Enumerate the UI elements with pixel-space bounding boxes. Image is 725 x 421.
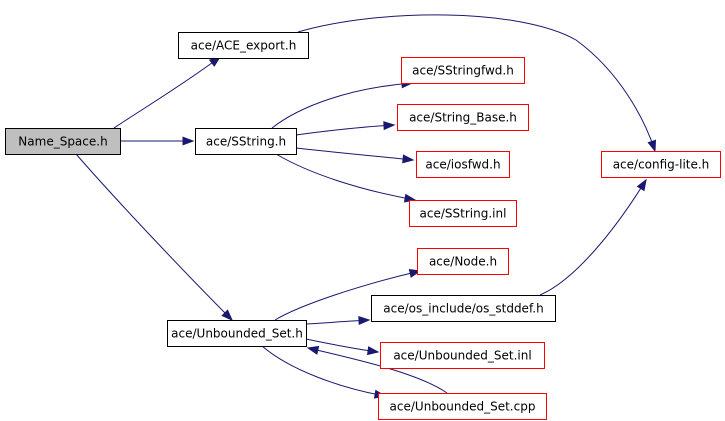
node-name-space-h[interactable]: Name_Space.h — [5, 128, 121, 155]
edge-line — [295, 124, 395, 136]
node-string-base-h[interactable]: ace/String_Base.h — [397, 104, 529, 131]
node-label: ace/config-lite.h — [613, 158, 710, 172]
node-label: ace/SStringfwd.h — [412, 64, 514, 78]
edge-line — [113, 56, 221, 129]
node-box[interactable] — [195, 128, 297, 155]
edge-sstring_h-to-iosfwd_h — [295, 147, 415, 164]
node-box[interactable] — [178, 32, 309, 59]
edge-line — [539, 179, 647, 296]
edge-sstring_h-to-sstring_inl — [275, 153, 417, 203]
edge-unbounded_set_h-to-unbounded_set_inl — [305, 338, 380, 356]
node-label: ace/iosfwd.h — [425, 158, 500, 172]
node-box[interactable] — [167, 320, 307, 347]
node-node-h[interactable]: ace/Node.h — [417, 248, 509, 275]
node-sstring-h[interactable]: ace/SString.h — [195, 128, 297, 155]
edge-name_space_h-to-sstring_h — [119, 136, 195, 146]
node-box[interactable] — [416, 151, 510, 178]
edge-name_space_h-to-unbounded_set_h — [75, 153, 233, 321]
node-box[interactable] — [417, 248, 509, 275]
node-unbounded-set-cpp[interactable]: ace/Unbounded_Set.cpp — [378, 393, 547, 420]
edge-name_space_h-to-ace_export_h — [113, 56, 222, 129]
nodes-layer: Name_Space.h ace/ACE_export.h ace/SString.… — [5, 32, 721, 420]
node-box[interactable] — [401, 57, 525, 84]
node-box[interactable] — [601, 151, 721, 178]
node-label: ace/Unbounded_Set.inl — [393, 349, 531, 363]
arrowhead-icon — [636, 178, 647, 192]
edge-unbounded_set_h-to-os_stddef_h — [305, 316, 371, 326]
arrowhead-icon — [367, 346, 380, 356]
node-iosfwd-h[interactable]: ace/iosfwd.h — [416, 151, 510, 178]
node-box[interactable] — [380, 342, 545, 369]
arrowhead-icon — [402, 154, 415, 164]
node-box[interactable] — [397, 104, 529, 131]
node-box[interactable] — [5, 128, 121, 155]
node-label: ace/SString.inl — [420, 207, 507, 221]
edge-sstring_h-to-sstringfwd_h — [271, 79, 414, 129]
node-label: ace/Unbounded_Set.cpp — [390, 400, 536, 414]
node-box[interactable] — [378, 393, 547, 420]
node-label: ace/ACE_export.h — [191, 39, 297, 53]
node-label: ace/Unbounded_Set.h — [171, 327, 303, 341]
arrowhead-icon — [221, 309, 233, 321]
node-os-stddef-h[interactable]: ace/os_include/os_stddef.h — [371, 295, 556, 322]
edge-line — [274, 270, 421, 321]
edge-line — [297, 14, 656, 152]
edge-sstring_h-to-string_base_h — [295, 121, 396, 136]
edge-line — [295, 147, 414, 161]
node-label: ace/SString.h — [206, 135, 286, 149]
arrowhead-icon — [182, 136, 195, 146]
edge-ace_export_h-to-config_lite_h — [297, 14, 657, 153]
edge-line — [275, 153, 416, 201]
edge-line — [261, 345, 386, 397]
node-sstringfwd-h[interactable]: ace/SStringfwd.h — [401, 57, 525, 84]
edge-line — [75, 153, 233, 321]
arrowhead-icon — [306, 345, 320, 355]
node-box[interactable] — [371, 295, 556, 322]
node-label: Name_Space.h — [18, 135, 107, 149]
node-config-lite-h[interactable]: ace/config-lite.h — [601, 151, 721, 178]
edge-line — [271, 82, 413, 129]
node-label: ace/Node.h — [429, 255, 497, 269]
arrowhead-icon — [647, 139, 657, 153]
node-unbounded-set-h[interactable]: ace/Unbounded_Set.h — [167, 320, 307, 347]
node-label: ace/String_Base.h — [409, 111, 517, 125]
edges-layer — [75, 14, 657, 399]
arrowhead-icon — [383, 121, 396, 131]
node-unbounded-set-inl[interactable]: ace/Unbounded_Set.inl — [380, 342, 545, 369]
edge-unbounded_set_h-to-unbounded_set_cpp — [261, 345, 387, 399]
edge-os_stddef_h-to-config_lite_h — [539, 178, 647, 296]
node-sstring-inl[interactable]: ace/SString.inl — [409, 200, 517, 227]
node-label: ace/os_include/os_stddef.h — [383, 302, 543, 316]
node-ace-export-h[interactable]: ace/ACE_export.h — [178, 32, 309, 59]
node-box[interactable] — [409, 200, 517, 227]
arrowhead-icon — [358, 316, 371, 326]
